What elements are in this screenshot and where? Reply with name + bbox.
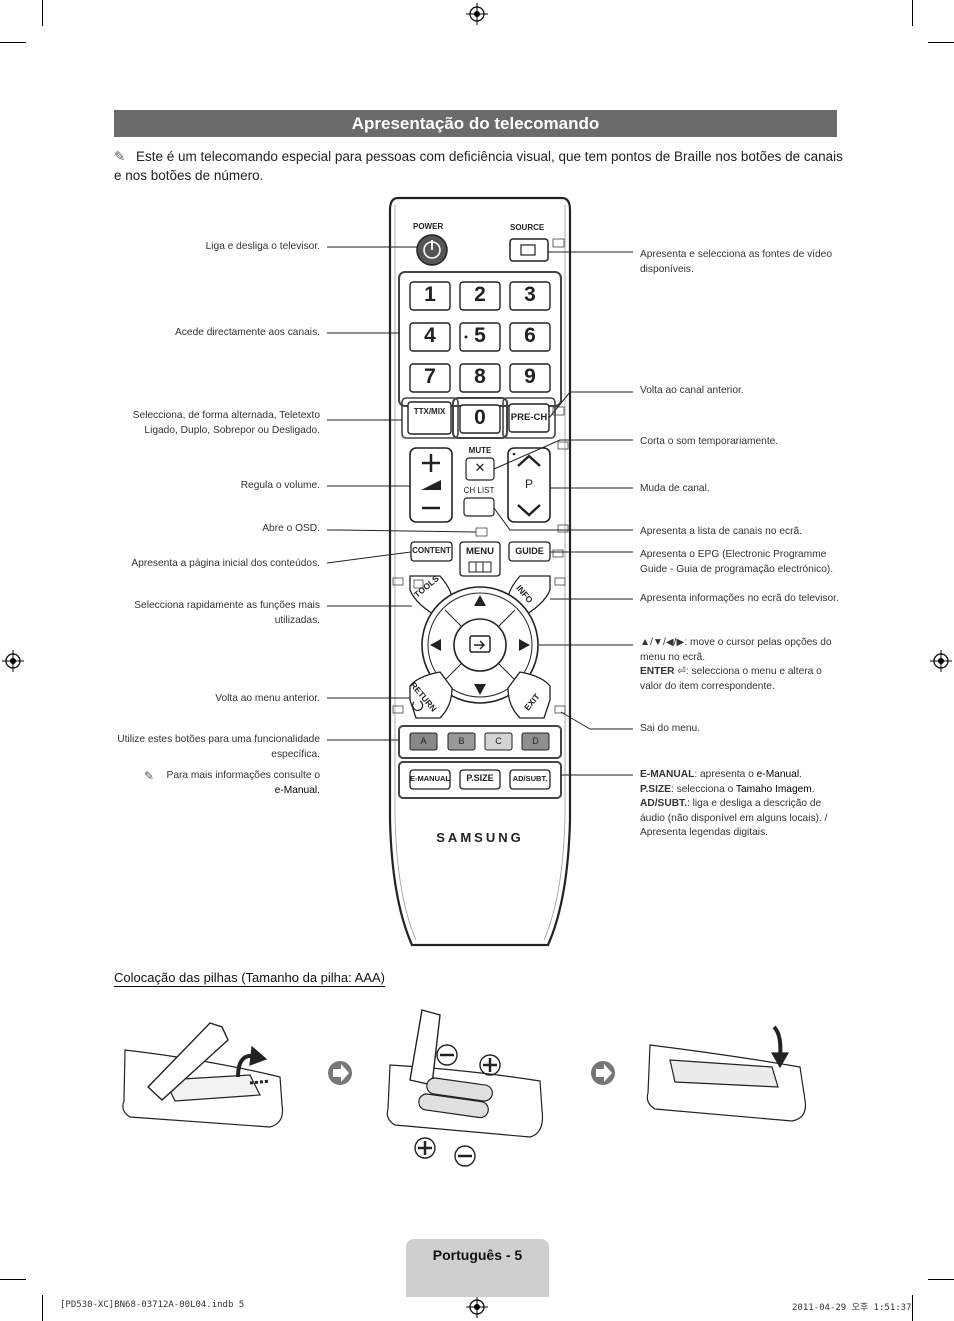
- enter-text: : selecciona o menu e altera o valor do …: [640, 666, 822, 692]
- battery-step-3: [646, 1025, 807, 1122]
- footer-timestamp: 2011-04-29 오후 1:51:37: [792, 1303, 912, 1313]
- e-manual-term: E-MANUAL: [640, 769, 695, 780]
- key-5[interactable]: 5: [474, 324, 486, 347]
- key-8[interactable]: 8: [474, 365, 486, 388]
- guide-button-label[interactable]: GUIDE: [515, 546, 544, 556]
- emanual-note-text: Para mais informações consulte o: [166, 770, 320, 781]
- channel-p-label: P: [524, 477, 533, 491]
- p-size-desc: : selecciona o: [670, 783, 734, 795]
- color-key-c: [484, 732, 513, 751]
- mute-icon: ✕: [474, 460, 486, 475]
- mute-label: MUTE: [468, 446, 492, 455]
- crop-mark: [42, 1295, 43, 1321]
- key-2[interactable]: 2: [474, 283, 486, 306]
- page-number-tab: Português - 5: [406, 1239, 549, 1297]
- ad-subt-desc: : liga e desliga a descrição de áudio (n…: [640, 798, 828, 838]
- crop-mark: [0, 1279, 26, 1280]
- callout-teletext: Selecciona, de forma alternada, Teletext…: [132, 410, 320, 436]
- key-4[interactable]: 4: [424, 324, 436, 347]
- key-1[interactable]: 1: [424, 283, 436, 306]
- callout-source: Apresenta e selecciona as fontes de víde…: [640, 249, 832, 275]
- crop-mark: [928, 1279, 954, 1280]
- samsung-logo: SAMSUNG: [436, 830, 524, 845]
- callout-info: Apresenta informações no ecrã do televis…: [640, 593, 839, 604]
- intro-note: ✎Este é um telecomando especial para pes…: [114, 147, 844, 185]
- footer-file-info: [PD530-XC]BN68-03712A-00L04.indb 5: [60, 1300, 245, 1310]
- callout-emanual-note: ✎ Para mais informações consulte o e-Man…: [144, 769, 320, 796]
- color-key-a: [409, 732, 438, 751]
- color-key-c-label[interactable]: C: [495, 736, 502, 746]
- source-button: [509, 238, 549, 262]
- callout-channels: Acede directamente aos canais.: [175, 327, 320, 338]
- remote-control-diagram: [326, 196, 633, 947]
- callout-tools: Selecciona rapidamente as funções mais u…: [134, 600, 320, 626]
- battery-installation-diagram: [122, 1009, 807, 1167]
- crop-mark: [928, 42, 954, 43]
- color-key-b-label[interactable]: B: [458, 736, 465, 746]
- p-size-word: Tamaho Imagem: [735, 783, 812, 795]
- power-label: POWER: [413, 222, 444, 231]
- callout-guide: Apresenta o EPG (Electronic Programme Gu…: [640, 549, 834, 575]
- p-size-button-label[interactable]: P.SIZE: [466, 773, 494, 783]
- callout-bottom-keys: E-MANUAL: apresenta o e-Manual. P.SIZE: …: [640, 769, 828, 838]
- callout-channel-change: Muda de canal.: [640, 483, 710, 494]
- callout-exit: Sai do menu.: [640, 723, 701, 734]
- emanual-note-word: e-Manual: [274, 784, 318, 796]
- note-pencil-icon: ✎: [144, 769, 155, 783]
- key-7[interactable]: 7: [424, 365, 436, 388]
- ad-subt-button-label[interactable]: AD/SUBT.: [512, 774, 548, 783]
- callout-mute: Corta o som temporariamente.: [640, 436, 779, 447]
- e-manual-button-label[interactable]: E-MANUAL: [410, 774, 450, 783]
- callout-content: Apresenta a página inicial dos conteúdos…: [131, 558, 320, 569]
- enter-icon: ⏎: [677, 666, 686, 677]
- key-3[interactable]: 3: [524, 283, 536, 306]
- enter-label: ENTER: [640, 666, 675, 677]
- menu-button-label[interactable]: MENU: [466, 546, 494, 557]
- color-key-d-label[interactable]: D: [532, 736, 539, 746]
- key-0[interactable]: 0: [474, 406, 486, 429]
- callout-navigation: ▲/▼/◀/▶: move o cursor pelas opções do m…: [640, 636, 835, 694]
- ad-subt-term: AD/SUBT.: [640, 798, 687, 809]
- battery-step-1: [122, 1022, 284, 1128]
- source-label: SOURCE: [510, 223, 545, 232]
- pre-ch-label: PRE-CH: [510, 412, 548, 423]
- e-manual-desc: : apresenta o: [694, 769, 754, 780]
- key-9[interactable]: 9: [524, 365, 536, 388]
- crop-mark: [42, 0, 43, 26]
- registration-mark: [466, 1296, 488, 1318]
- ttx-mix-label: TTX/MIX: [413, 407, 446, 416]
- content-button-label[interactable]: CONTENT: [412, 546, 451, 555]
- battery-section-title: Colocação das pilhas (Tamanho da pilha: …: [114, 970, 385, 987]
- intro-text: Este é um telecomando especial para pess…: [114, 149, 843, 183]
- color-key-a-label[interactable]: A: [420, 736, 427, 746]
- e-manual-word: e-Manual: [756, 769, 800, 780]
- battery-step-2: [386, 1009, 544, 1167]
- callout-colors: Utilize estes botões para uma funcionali…: [117, 734, 320, 760]
- crop-mark: [912, 0, 913, 26]
- registration-mark: [2, 650, 24, 672]
- callout-return: Volta ao menu anterior.: [215, 693, 320, 704]
- callout-power: Liga e desliga o televisor.: [205, 241, 320, 252]
- p-size-term: P.SIZE: [640, 783, 671, 795]
- key-6[interactable]: 6: [524, 324, 536, 347]
- registration-mark: [930, 650, 952, 672]
- callout-volume: Regula o volume.: [240, 480, 320, 491]
- section-title: Apresentação do telecomando: [114, 110, 837, 137]
- note-pencil-icon: ✎: [114, 149, 126, 164]
- callout-osd: Abre o OSD.: [262, 523, 320, 534]
- color-key-b: [447, 732, 476, 751]
- crop-mark: [0, 42, 26, 43]
- nav-arrows-text: ▲/▼/◀/▶: move o cursor pelas opções do m…: [640, 637, 832, 663]
- registration-mark: [466, 3, 488, 25]
- callout-prech: Volta ao canal anterior.: [640, 385, 744, 396]
- ch-list-label: CH LIST: [463, 486, 495, 495]
- color-key-d: [521, 732, 550, 751]
- callout-chlist: Apresenta a lista de canais no ecrã.: [640, 526, 802, 537]
- number-keys: [409, 281, 551, 434]
- crop-mark: [912, 1295, 913, 1321]
